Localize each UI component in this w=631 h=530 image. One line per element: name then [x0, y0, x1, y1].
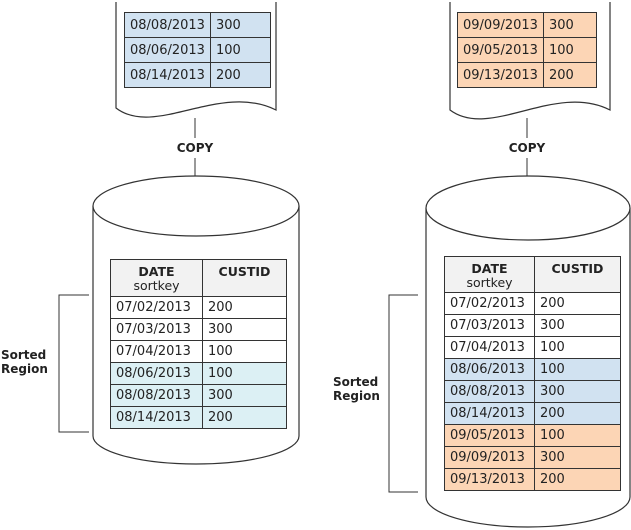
left-source-custid-cell: 200	[210, 62, 271, 88]
right-target-custid-cell: 200	[534, 292, 621, 315]
left-target-custid-cell: 100	[202, 340, 287, 363]
right-sorted-region-label: Sorted Region	[333, 375, 380, 403]
right-source-custid-cell: 200	[543, 62, 597, 88]
left-source-date-cell: 08/06/2013	[124, 37, 211, 63]
right-region-line-2: Region	[333, 389, 380, 403]
left-cylinder-top	[92, 175, 300, 237]
left-target-custid-cell: 200	[202, 406, 287, 429]
left-source-custid-cell: 100	[210, 37, 271, 63]
right-region-line-1: Sorted	[333, 375, 379, 389]
right-header-date-sub: sortkey	[466, 275, 513, 290]
right-target-custid-cell: 200	[534, 402, 621, 425]
right-target-date-cell: 07/04/2013	[444, 336, 535, 359]
right-source-date-cell: 09/13/2013	[457, 62, 544, 88]
left-region-line-2: Region	[1, 362, 48, 376]
left-target-date-cell: 07/03/2013	[110, 318, 203, 341]
right-target-date-cell: 07/03/2013	[444, 314, 535, 337]
left-header-custid: CUSTID	[202, 259, 287, 297]
right-target-custid-cell: 300	[534, 446, 621, 469]
right-target-date-cell: 09/05/2013	[444, 424, 535, 447]
right-copy-label: COPY	[508, 141, 546, 155]
right-header-custid: CUSTID	[534, 256, 621, 293]
right-source-date-cell: 09/05/2013	[457, 37, 544, 63]
right-cylinder-top	[425, 175, 631, 241]
left-header-date-sub: sortkey	[133, 278, 180, 293]
left-source-date-cell: 08/08/2013	[124, 12, 211, 38]
right-target-custid-cell: 300	[534, 314, 621, 337]
left-sorted-bracket	[58, 294, 89, 433]
right-source-custid-cell: 100	[543, 37, 597, 63]
left-target-date-cell: 08/08/2013	[110, 384, 203, 407]
right-target-custid-cell: 300	[534, 380, 621, 403]
left-source-custid-cell: 300	[210, 12, 271, 38]
right-header-date-text: DATE	[471, 261, 508, 276]
right-target-date-cell: 08/06/2013	[444, 358, 535, 381]
right-header-date: DATE sortkey	[444, 256, 535, 293]
right-target-date-cell: 09/09/2013	[444, 446, 535, 469]
right-source-custid-cell: 300	[543, 12, 597, 38]
left-target-custid-cell: 300	[202, 384, 287, 407]
right-sorted-bracket	[388, 294, 418, 493]
left-region-line-1: Sorted	[1, 348, 47, 362]
left-target-date-cell: 08/06/2013	[110, 362, 203, 385]
right-target-custid-cell: 100	[534, 336, 621, 359]
left-header-date: DATE sortkey	[110, 259, 203, 297]
left-header-date-text: DATE	[138, 264, 175, 279]
right-target-custid-cell: 100	[534, 358, 621, 381]
right-target-date-cell: 08/08/2013	[444, 380, 535, 403]
right-source-date-cell: 09/09/2013	[457, 12, 544, 38]
left-target-date-cell: 08/14/2013	[110, 406, 203, 429]
left-target-date-cell: 07/04/2013	[110, 340, 203, 363]
left-target-date-cell: 07/02/2013	[110, 296, 203, 319]
right-target-custid-cell: 100	[534, 424, 621, 447]
left-sorted-region-label: Sorted Region	[1, 348, 48, 376]
right-target-date-cell: 07/02/2013	[444, 292, 535, 315]
left-source-date-cell: 08/14/2013	[124, 62, 211, 88]
right-target-date-cell: 08/14/2013	[444, 402, 535, 425]
right-target-date-cell: 09/13/2013	[444, 468, 535, 491]
left-copy-label: COPY	[176, 141, 214, 155]
left-target-custid-cell: 300	[202, 318, 287, 341]
left-target-custid-cell: 100	[202, 362, 287, 385]
left-target-custid-cell: 200	[202, 296, 287, 319]
right-target-custid-cell: 200	[534, 468, 621, 491]
